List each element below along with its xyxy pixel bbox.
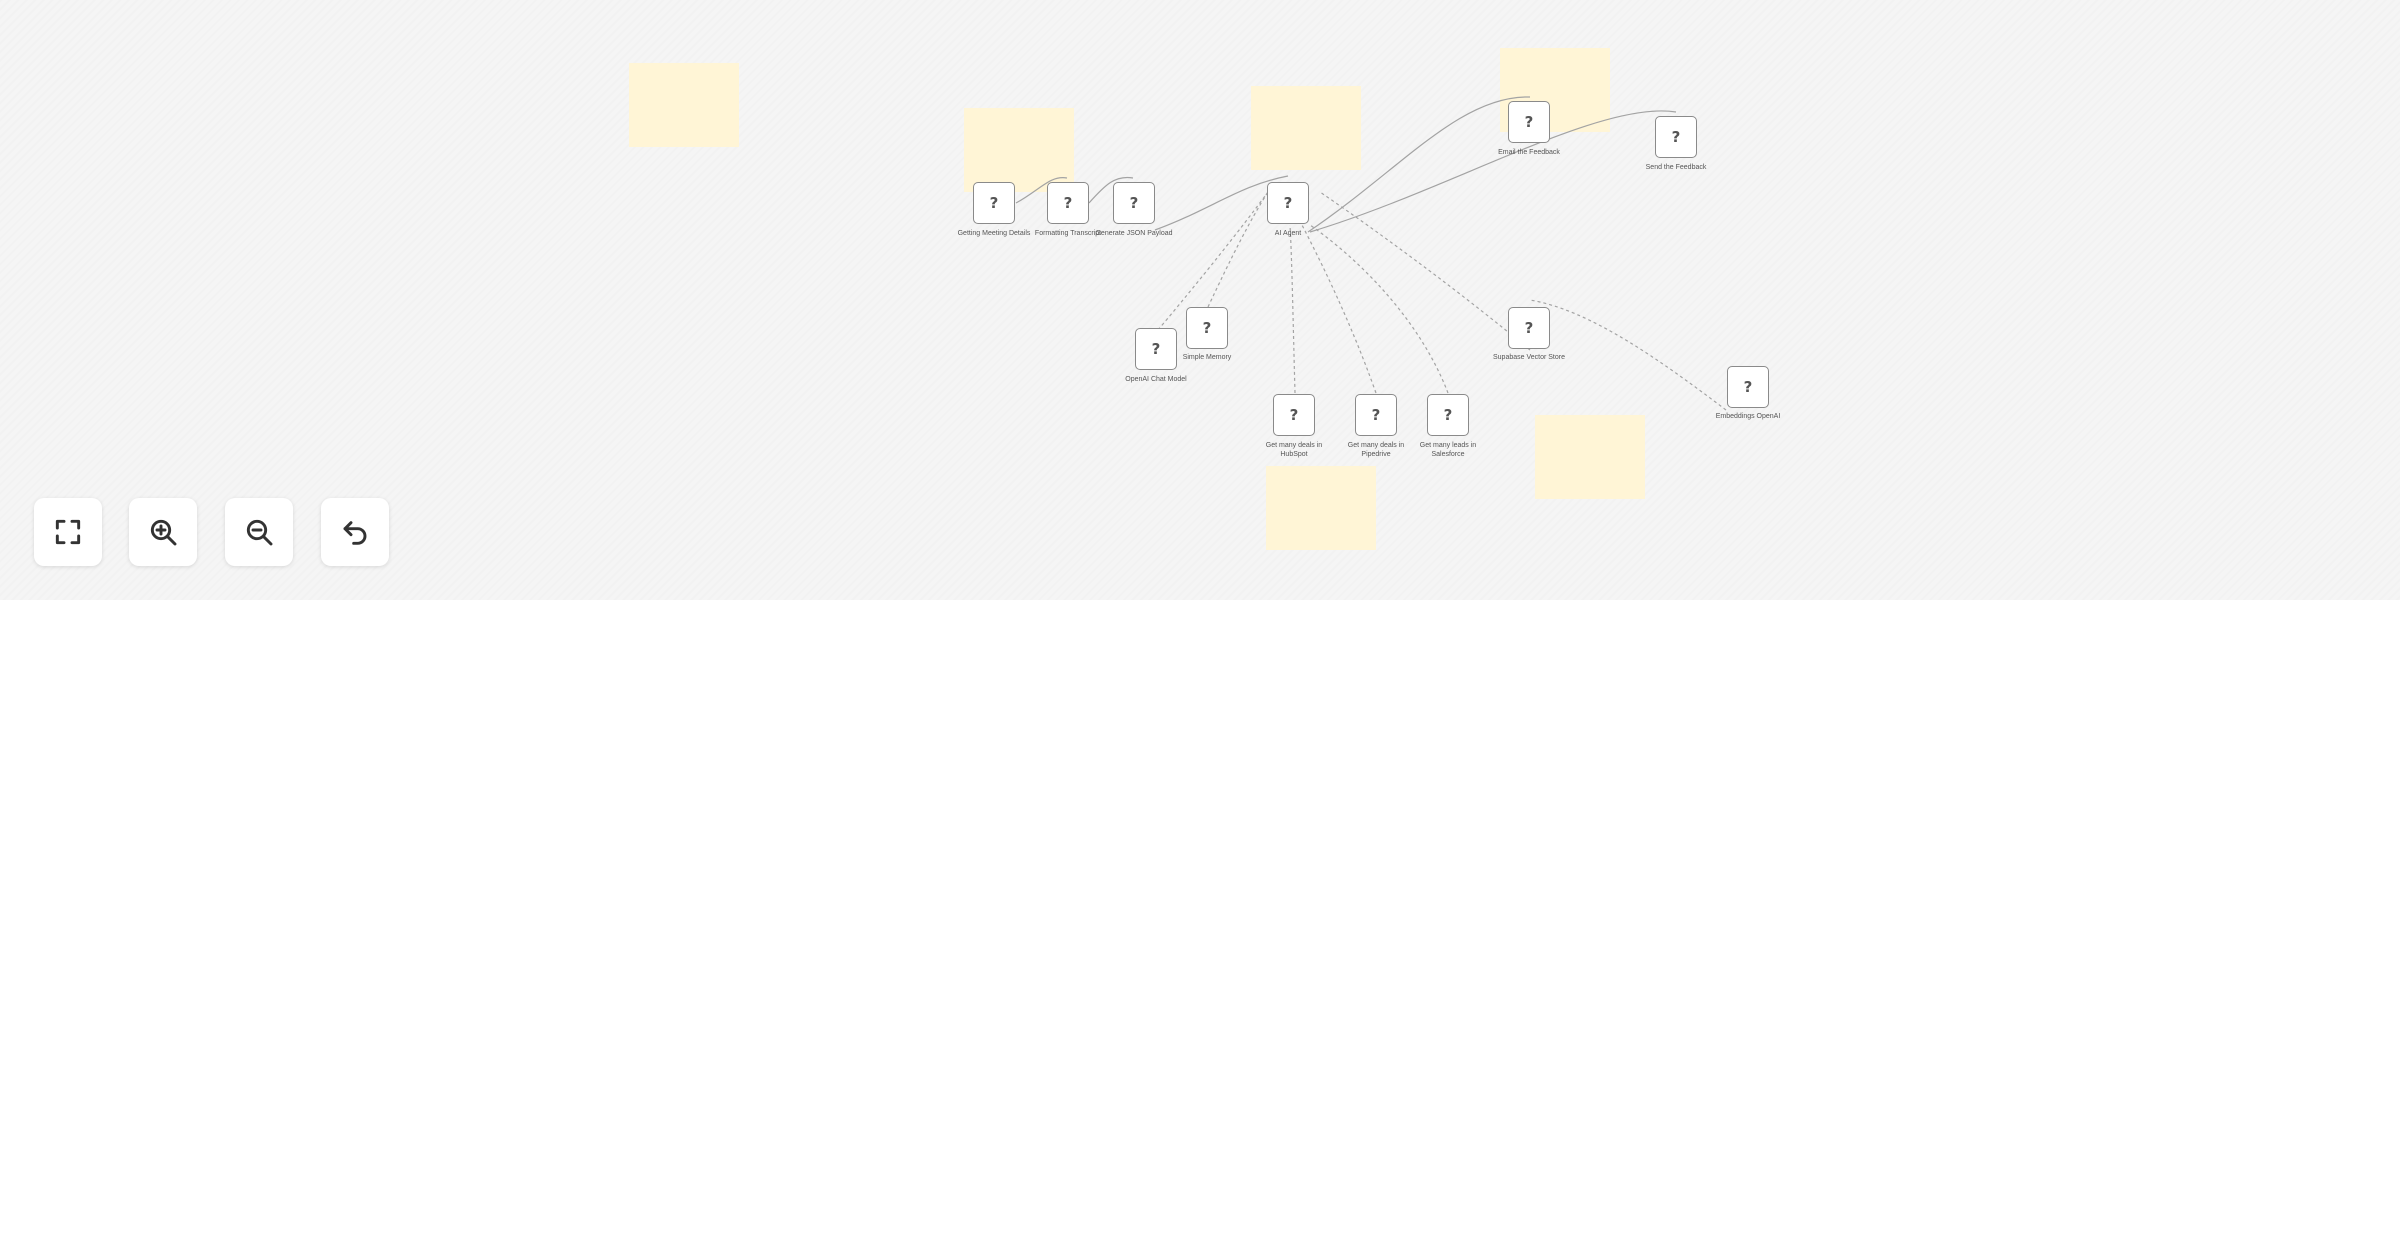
sticky-note[interactable] — [964, 108, 1074, 192]
workflow-node[interactable]: ? — [1508, 101, 1550, 143]
workflow-node[interactable]: ? — [1135, 328, 1177, 370]
connection — [1307, 96, 1531, 233]
node-label: Formatting Transcript — [1034, 230, 1102, 237]
workflow-node[interactable]: ? — [1047, 182, 1089, 224]
connection — [1529, 299, 1727, 411]
question-mark-icon: ? — [1743, 378, 1753, 396]
connection — [1319, 191, 1531, 351]
node-label: Get many leads in Salesforce — [1419, 442, 1477, 458]
workflow-node[interactable]: ? — [1508, 307, 1550, 349]
sticky-note[interactable] — [1251, 86, 1361, 170]
zoom-in-button[interactable] — [129, 498, 197, 566]
node-label: AI Agent — [1274, 230, 1302, 237]
undo-icon — [343, 521, 367, 545]
workflow-canvas[interactable]: ? Getting Meeting Details ? Formatting T… — [0, 0, 2400, 600]
connection — [1157, 191, 1269, 331]
connection — [1088, 176, 1134, 204]
node-label: Generate JSON Payload — [1095, 230, 1173, 237]
connections-layer — [1015, 96, 1727, 411]
maximize-icon — [55, 519, 81, 545]
question-mark-icon: ? — [1443, 406, 1453, 424]
connection — [1015, 177, 1068, 204]
node-label: Supabase Vector Store — [1493, 354, 1565, 361]
zoom-out-button[interactable] — [225, 498, 293, 566]
question-mark-icon: ? — [1283, 194, 1293, 212]
workflow-node[interactable]: ? — [1267, 182, 1309, 224]
zoom-out-icon — [246, 519, 273, 546]
workflow-node[interactable]: ? — [1655, 116, 1697, 158]
node-label: Email the Feedback — [1498, 149, 1560, 156]
question-mark-icon: ? — [1063, 194, 1073, 212]
question-mark-icon: ? — [1371, 406, 1381, 424]
workflow-node[interactable]: ? — [1427, 394, 1469, 436]
question-mark-icon: ? — [1289, 406, 1299, 424]
workflow-node[interactable]: ? — [1355, 394, 1397, 436]
fit-view-button[interactable] — [34, 498, 102, 566]
node-label: OpenAI Chat Model — [1125, 376, 1187, 383]
workflow-node[interactable]: ? — [1186, 307, 1228, 349]
node-label: Get many deals in HubSpot — [1265, 442, 1323, 458]
connection — [1207, 191, 1269, 308]
zoom-in-icon — [150, 519, 177, 546]
workflow-node[interactable]: ? — [1727, 366, 1769, 408]
node-label: Getting Meeting Details — [957, 230, 1031, 237]
sticky-note[interactable] — [1535, 415, 1645, 499]
workflow-node[interactable]: ? — [1273, 394, 1315, 436]
node-label: Send the Feedback — [1645, 164, 1707, 171]
connection — [1301, 224, 1377, 394]
question-mark-icon: ? — [1129, 194, 1139, 212]
question-mark-icon: ? — [1202, 319, 1212, 337]
connection — [1309, 224, 1449, 394]
connection — [1154, 175, 1289, 231]
question-mark-icon: ? — [1671, 128, 1681, 146]
connection — [1309, 110, 1677, 233]
question-mark-icon: ? — [1151, 340, 1161, 358]
sticky-note[interactable] — [629, 63, 739, 147]
question-mark-icon: ? — [1524, 113, 1534, 131]
connection — [1289, 224, 1296, 394]
node-label: Get many deals in Pipedrive — [1347, 442, 1405, 458]
question-mark-icon: ? — [989, 194, 999, 212]
node-label: Embeddings OpenAI — [1715, 413, 1781, 420]
sticky-note[interactable] — [1266, 466, 1376, 550]
question-mark-icon: ? — [1524, 319, 1534, 337]
node-label: Simple Memory — [1182, 354, 1232, 361]
workflow-node[interactable]: ? — [1113, 182, 1155, 224]
reset-zoom-button[interactable] — [321, 498, 389, 566]
workflow-node[interactable]: ? — [973, 182, 1015, 224]
